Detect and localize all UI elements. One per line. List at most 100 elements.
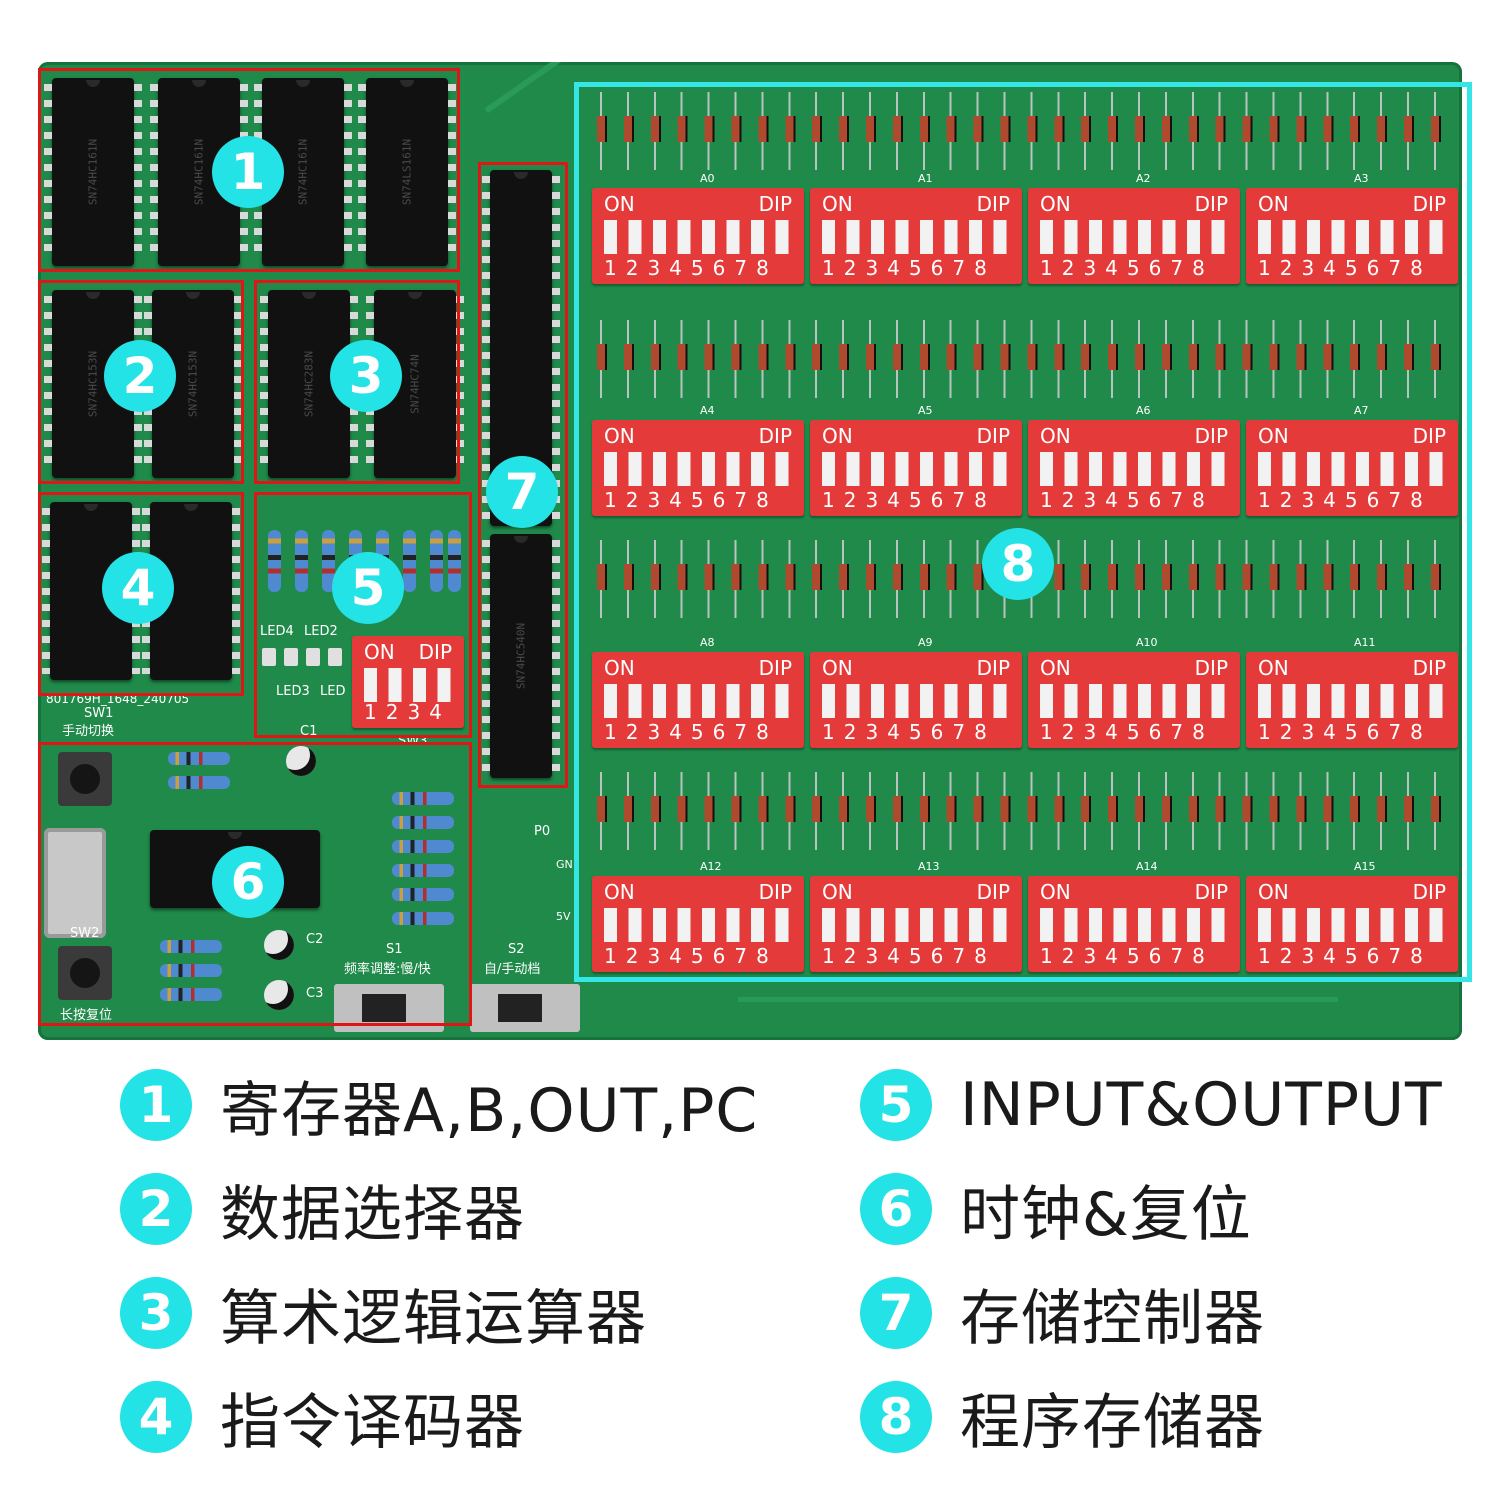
region-4-box [38, 492, 244, 696]
dip-numbers: 12345678 [604, 720, 778, 744]
dip-keys[interactable] [604, 908, 792, 942]
led [306, 648, 320, 666]
legend-item-8: 8 程序存储器 [860, 1380, 1265, 1458]
legend-label: 指令译码器 [220, 1387, 525, 1458]
region-1-box [38, 68, 460, 272]
resistor [322, 530, 335, 592]
ic-chip: SN74HC540N [482, 534, 560, 778]
dip-keys[interactable] [1040, 684, 1228, 718]
dip-keys[interactable] [364, 668, 452, 702]
dip-keys[interactable] [1258, 220, 1446, 254]
region-7-box [478, 162, 568, 788]
region-2-box [38, 280, 244, 484]
dip-numbers: 12345678 [822, 720, 996, 744]
address-label: A0 [700, 172, 715, 185]
dip-numbers: 12345678 [604, 256, 778, 280]
dip-keys[interactable] [604, 220, 792, 254]
dip-keys[interactable] [822, 220, 1010, 254]
address-label: A2 [1136, 172, 1151, 185]
dip-on-label: ON [1258, 192, 1289, 216]
dip-keys[interactable] [604, 452, 792, 486]
legend-number: 5 [860, 1069, 932, 1141]
address-label: A13 [918, 860, 940, 873]
dip-numbers: 12345678 [1040, 720, 1214, 744]
address-label: A11 [1354, 636, 1376, 649]
dip-dip-label: DIP [418, 640, 452, 664]
dip-switch-4[interactable]: ON DIP 1234 [352, 636, 464, 728]
region-badge-8: 8 [982, 528, 1054, 600]
region-badge-2: 2 [104, 340, 176, 412]
resistor [392, 792, 454, 805]
dip-dip-label: DIP [758, 424, 792, 448]
diode-row [592, 92, 1452, 170]
dip-keys[interactable] [822, 452, 1010, 486]
dip-on-label: ON [822, 192, 853, 216]
resistor [160, 964, 222, 977]
dip-keys[interactable] [604, 684, 792, 718]
dip-keys[interactable] [1258, 908, 1446, 942]
dip-on-label: ON [1258, 656, 1289, 680]
gn-silk: GN [556, 858, 573, 871]
dip-numbers: 12345678 [1040, 488, 1214, 512]
dip-on-label: ON [604, 192, 635, 216]
legend-item-4: 4 指令译码器 [120, 1380, 525, 1458]
region-badge-7: 7 [486, 456, 558, 528]
dip-keys[interactable] [1040, 908, 1228, 942]
dip-keys[interactable] [822, 908, 1010, 942]
s2-silk: S2 [508, 942, 525, 957]
dip-dip-label: DIP [976, 424, 1010, 448]
dip-numbers: 12345678 [1040, 944, 1214, 968]
resistor [403, 530, 416, 592]
dip-numbers: 1234 [364, 700, 451, 724]
resistor [168, 776, 230, 789]
led4-silk: LED4 [260, 624, 294, 639]
dip-keys[interactable] [1258, 684, 1446, 718]
led [262, 648, 276, 666]
dip-switch-8[interactable]: ON DIP 12345678 [1246, 188, 1458, 284]
s2-slide-switch[interactable] [470, 984, 580, 1032]
dip-numbers: 12345678 [604, 944, 778, 968]
dip-on-label: ON [604, 656, 635, 680]
legend-label: 时钟&复位 [960, 1179, 1252, 1250]
dip-numbers: 12345678 [822, 488, 996, 512]
diode-row [592, 320, 1452, 398]
dip-on-label: ON [822, 880, 853, 904]
legend-label: 算术逻辑运算器 [220, 1283, 647, 1354]
p0-silk: P0 [534, 824, 551, 839]
address-label: A7 [1354, 404, 1369, 417]
diode-row [592, 772, 1452, 850]
dip-keys[interactable] [1040, 452, 1228, 486]
dip-numbers: 12345678 [1258, 256, 1432, 280]
legend-number: 7 [860, 1277, 932, 1349]
region-8-box [574, 82, 1472, 982]
legend-label: INPUT&OUTPUT [960, 1070, 1443, 1140]
sw1-silk: SW1 [84, 706, 114, 721]
dip-dip-label: DIP [1412, 192, 1446, 216]
region-badge-3: 3 [330, 340, 402, 412]
dip-keys[interactable] [1258, 452, 1446, 486]
sw2-reset-button[interactable] [58, 946, 112, 1000]
sw1-button[interactable] [58, 752, 112, 806]
dip-dip-label: DIP [1412, 880, 1446, 904]
dip-keys[interactable] [822, 684, 1010, 718]
dip-keys[interactable] [1040, 220, 1228, 254]
resistor [392, 840, 454, 853]
address-label: A12 [700, 860, 722, 873]
legend-item-1: 1 寄存器A,B,OUT,PC [120, 1068, 758, 1146]
dip-numbers: 12345678 [1258, 488, 1432, 512]
